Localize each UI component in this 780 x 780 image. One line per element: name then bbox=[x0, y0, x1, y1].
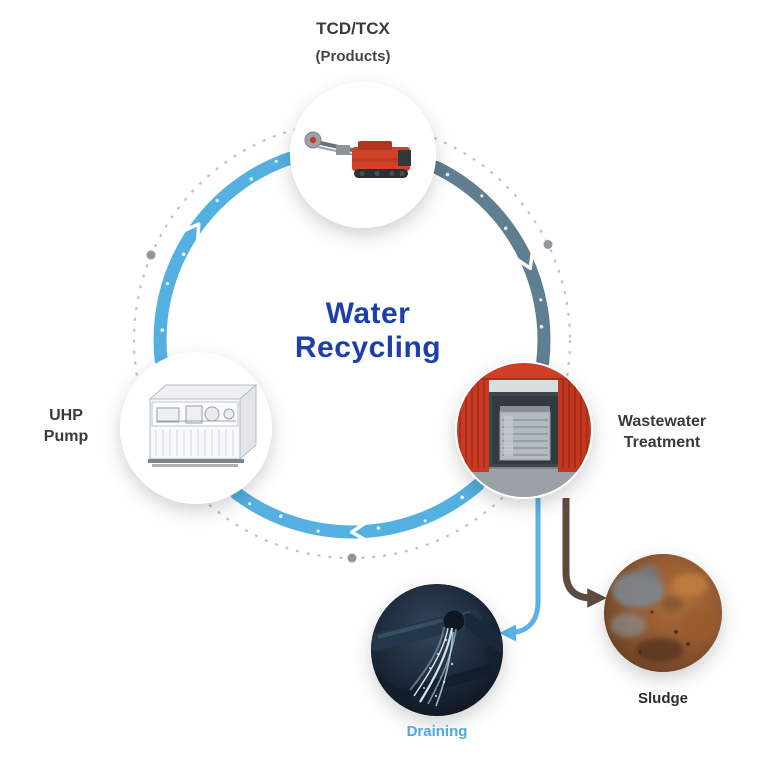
flow-line-draining bbox=[499, 498, 541, 642]
label-treatment-line1: Wastewater bbox=[617, 413, 707, 430]
label-products-line1: TCD/TCX bbox=[316, 19, 390, 38]
flow-line-sludge bbox=[562, 498, 607, 608]
water-draining-image bbox=[371, 584, 503, 716]
label-treatment: Wastewater Treatment bbox=[600, 412, 724, 454]
cycle-arc-products-to-treatment bbox=[429, 160, 551, 369]
arc-speckles bbox=[160, 159, 544, 533]
label-draining: Draining bbox=[406, 723, 468, 740]
arrow-products-to-treatment bbox=[515, 251, 535, 271]
label-sludge: Sludge bbox=[637, 690, 688, 707]
uhp-pump-container-image bbox=[148, 383, 258, 467]
diagram-title-line2: Recycling bbox=[294, 331, 442, 364]
sludge-image bbox=[604, 554, 722, 672]
ring-dots bbox=[146, 240, 553, 563]
label-products-line2: (Products) bbox=[315, 48, 391, 66]
arrow-pump-to-products bbox=[182, 222, 201, 242]
label-treatment-line2: Treatment bbox=[623, 433, 701, 451]
diagram-title-line1: Water bbox=[325, 297, 411, 330]
label-pump-line1: UHP bbox=[49, 407, 83, 424]
diagram-title: Water Recycling bbox=[248, 297, 488, 365]
label-products: TCD/TCX (Products) bbox=[263, 18, 443, 67]
cycle-arc-pump-to-products bbox=[153, 152, 296, 367]
label-pump: UHP Pump bbox=[14, 406, 118, 448]
label-pump-line2: Pump bbox=[43, 427, 89, 445]
arrow-treatment-to-pump bbox=[349, 521, 367, 542]
tcd-tcx-machine-image bbox=[304, 131, 411, 178]
cycle-arc-treatment-to-pump bbox=[230, 478, 485, 539]
